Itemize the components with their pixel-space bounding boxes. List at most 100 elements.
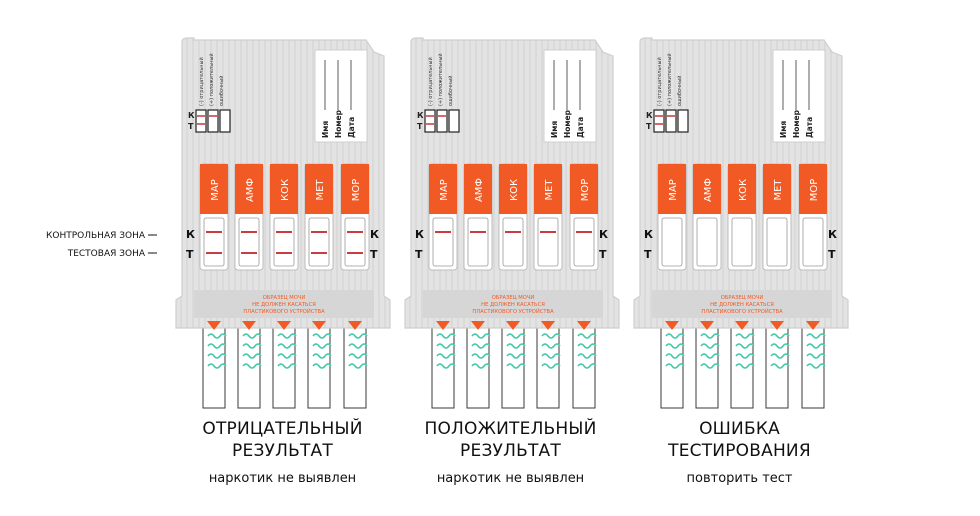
drug-window-мар: МАР <box>199 163 229 271</box>
drug-window-мар: МАР <box>657 163 687 271</box>
wave-mark <box>506 343 526 349</box>
wave-mark <box>348 353 368 359</box>
zone-letter-t-right: Т <box>370 248 378 261</box>
legend-box-negative <box>424 109 436 133</box>
legend-box-negative <box>195 109 207 133</box>
wave-mark <box>735 343 755 349</box>
wave-mark <box>312 363 332 369</box>
info-field-label: Номер <box>563 109 572 138</box>
caption-error: ОШИБКА ТЕСТИРОВАНИЯ повторить тест <box>632 418 847 488</box>
zone-letter-k-right: К <box>599 228 608 241</box>
info-field-label: Номер <box>334 109 343 138</box>
wave-mark <box>277 363 297 369</box>
drug-label: МАР <box>210 179 221 201</box>
sample-arrow <box>541 321 555 330</box>
result-window <box>573 217 595 267</box>
info-box <box>314 49 368 143</box>
drug-label: КОК <box>738 179 749 201</box>
drug-window-мет: МЕТ <box>304 163 334 271</box>
wave-mark <box>242 363 262 369</box>
drug-label: АМФ <box>245 178 256 202</box>
wave-mark <box>312 333 332 339</box>
sample-arrow <box>312 321 326 330</box>
sample-arrow <box>665 321 679 330</box>
drug-label: МАР <box>439 179 450 201</box>
wave-mark <box>471 333 491 339</box>
result-window <box>502 217 524 267</box>
result-window <box>696 217 718 267</box>
wave-mark <box>242 333 262 339</box>
result-window <box>273 217 295 267</box>
zone-letter-t-left: Т <box>186 248 194 261</box>
result-window <box>802 217 824 267</box>
legend-text-positive: (+) положительный <box>666 53 673 106</box>
result-window <box>467 217 489 267</box>
wave-mark <box>277 333 297 339</box>
wave-mark <box>806 333 826 339</box>
drug-label-bg <box>693 164 721 214</box>
info-field-label: Имя <box>321 121 330 138</box>
wave-mark <box>541 333 561 339</box>
sample-arrow <box>577 321 591 330</box>
legend-letter-k: К <box>188 111 195 120</box>
wave-mark <box>277 353 297 359</box>
wave-mark <box>471 363 491 369</box>
drug-window-кок: КОК <box>269 163 299 271</box>
drug-label-bg <box>763 164 791 214</box>
wave-mark <box>735 363 755 369</box>
caption-error-subtitle: повторить тест <box>686 471 793 486</box>
caption-negative-title-1: ОТРИЦАТЕЛЬНЫЙ <box>202 419 363 439</box>
wave-mark <box>700 353 720 359</box>
zone-letter-k-right: К <box>370 228 379 241</box>
wave-mark <box>242 353 262 359</box>
drug-label-bg <box>341 164 369 214</box>
drug-window-мор: МОР <box>798 163 828 271</box>
wave-mark <box>312 343 332 349</box>
result-window <box>432 217 454 267</box>
caption-positive-subtitle: наркотик не выявлен <box>436 471 585 486</box>
drug-window-амф: АМФ <box>463 163 493 271</box>
caption-negative: ОТРИЦАТЕЛЬНЫЙ РЕЗУЛЬТАТ наркотик не выяв… <box>175 418 390 488</box>
legend-text-negative: (-) отрицательный <box>427 57 434 106</box>
legend-box-positive <box>665 109 677 133</box>
legend-box-positive <box>436 109 448 133</box>
drug-window-амф: АМФ <box>234 163 264 271</box>
caption-positive: ПОЛОЖИТЕЛЬНЫЙ РЕЗУЛЬТАТ наркотик не выяв… <box>403 418 618 488</box>
wave-mark <box>277 343 297 349</box>
caption-positive-title-2: РЕЗУЛЬТАТ <box>460 441 561 461</box>
wave-mark <box>806 363 826 369</box>
result-window <box>731 217 753 267</box>
warning-text-line: ПЛАСТИКОВОГО УСТРОЙСТВА <box>243 308 325 315</box>
sample-arrow <box>700 321 714 330</box>
drug-label: КОК <box>280 179 291 201</box>
wave-mark <box>348 333 368 339</box>
sample-arrow <box>277 321 291 330</box>
wave-mark <box>665 333 685 339</box>
info-field-label: Дата <box>805 117 814 138</box>
legend-text-negative: (-) отрицательный <box>656 57 663 106</box>
wave-mark <box>577 353 597 359</box>
result-window <box>203 217 225 267</box>
zone-letter-t-right: Т <box>599 248 607 261</box>
wave-mark <box>471 353 491 359</box>
drug-window-мор: МОР <box>340 163 370 271</box>
legend-text-error: ошибочный <box>218 76 225 106</box>
result-window <box>537 217 559 267</box>
drug-label: МЕТ <box>773 179 784 201</box>
wave-mark <box>770 333 790 339</box>
warning-text-line: ОБРАЗЕЦ МОЧИ <box>492 295 535 301</box>
zone-letter-k-left: К <box>644 228 653 241</box>
legend-letter-t: Т <box>188 122 194 131</box>
result-window <box>344 217 366 267</box>
drug-label-bg <box>799 164 827 214</box>
drug-label-bg <box>200 164 228 214</box>
drug-label: АМФ <box>703 178 714 202</box>
sample-arrow <box>735 321 749 330</box>
wave-mark <box>665 343 685 349</box>
drug-window-мор: МОР <box>569 163 599 271</box>
sample-arrow <box>242 321 256 330</box>
warning-text-line: ОБРАЗЕЦ МОЧИ <box>263 295 306 301</box>
